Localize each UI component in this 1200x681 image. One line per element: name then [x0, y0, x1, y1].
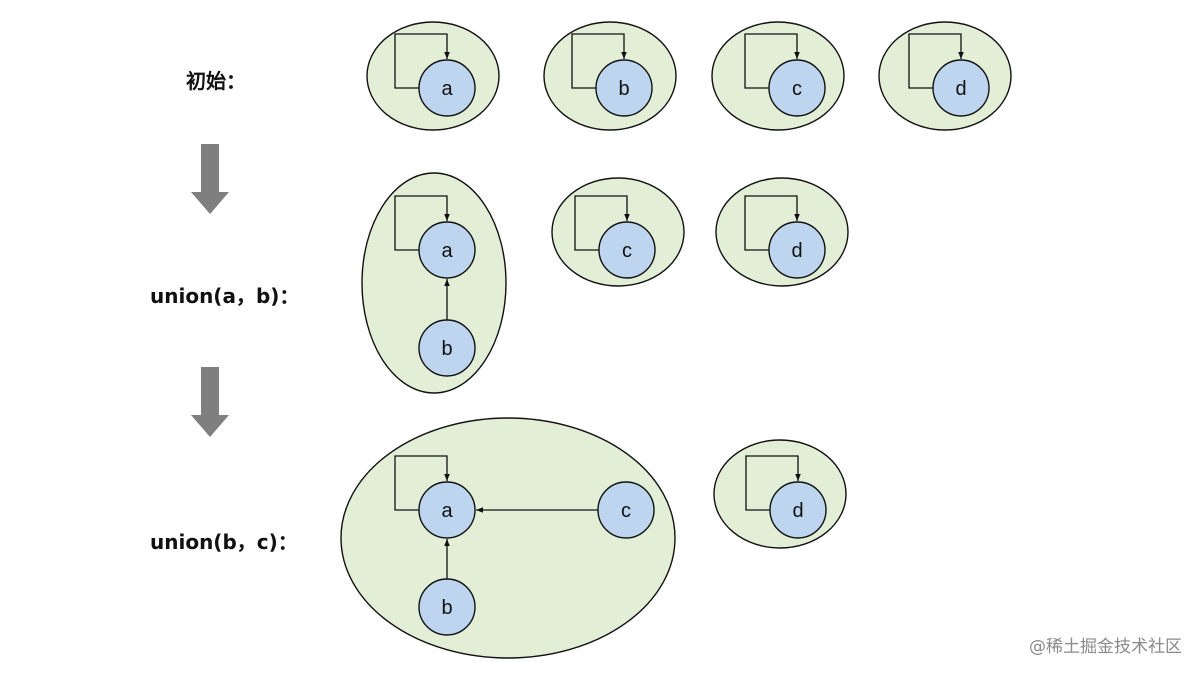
- node-c: [597, 481, 655, 539]
- node-b: [418, 319, 476, 377]
- self-loop-a: [394, 33, 450, 89]
- self-loop-d: [744, 195, 800, 251]
- down-arrow-2: [191, 367, 229, 437]
- self-loop-c: [744, 33, 800, 89]
- node-label-b: b: [441, 597, 452, 619]
- self-loop-d: [745, 455, 801, 511]
- node-label-d: d: [792, 500, 803, 522]
- node-label-b: b: [618, 78, 629, 100]
- node-c: [598, 221, 656, 279]
- node-label-d: d: [791, 240, 802, 262]
- node-label-a: a: [441, 500, 453, 522]
- step-label-union-b-c: union(b，c)：: [150, 530, 298, 554]
- node-b: [418, 578, 476, 636]
- self-loop-b: [571, 33, 627, 89]
- down-arrow-1: [191, 144, 229, 214]
- node-d: [932, 59, 990, 117]
- node-d: [769, 481, 827, 539]
- node-label-c: c: [621, 500, 631, 522]
- self-loop-d: [908, 33, 964, 89]
- node-label-d: d: [955, 78, 966, 100]
- self-loop-c: [574, 195, 630, 251]
- node-label-c: c: [622, 240, 632, 262]
- node-d: [768, 221, 826, 279]
- node-c: [768, 59, 826, 117]
- node-b: [595, 59, 653, 117]
- step-label-initial: 初始：: [186, 69, 246, 93]
- step-label-union-a-b: union(a，b)：: [150, 284, 300, 308]
- node-a: [418, 481, 476, 539]
- node-a: [418, 221, 476, 279]
- node-label-b: b: [441, 338, 452, 360]
- self-loop-a: [394, 195, 450, 251]
- node-a: [418, 59, 476, 117]
- watermark: @稀土掘金技术社区: [1029, 637, 1182, 657]
- node-label-c: c: [792, 78, 802, 100]
- node-label-a: a: [441, 240, 453, 262]
- node-label-a: a: [441, 78, 453, 100]
- self-loop-a: [394, 455, 450, 511]
